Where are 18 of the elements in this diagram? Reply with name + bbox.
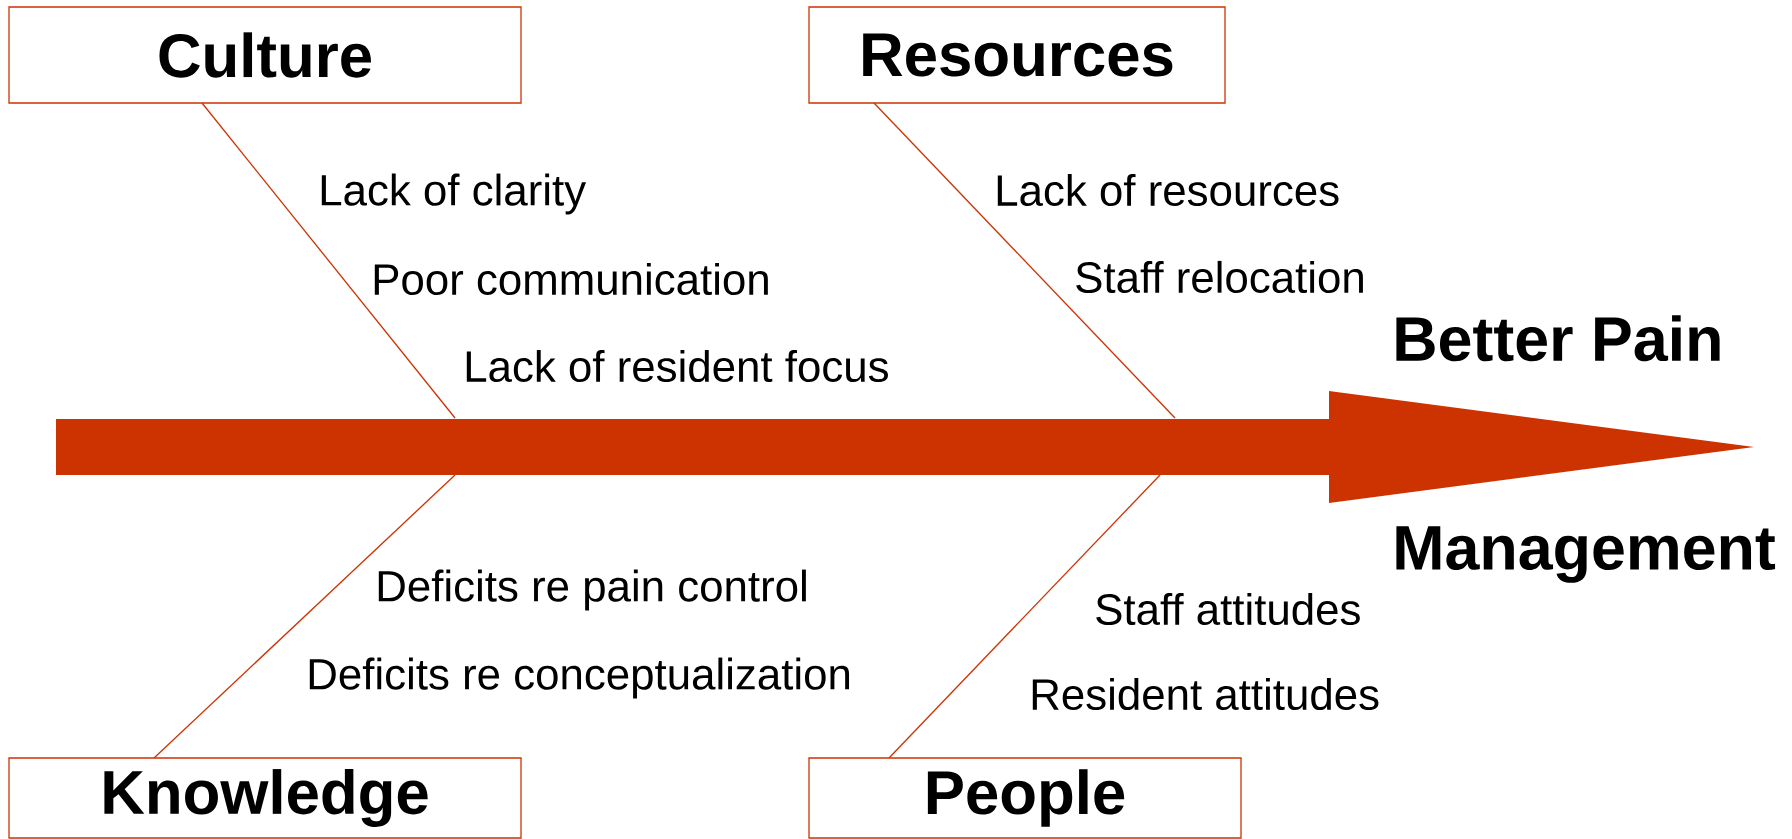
cause-text: Staff attitudes <box>1096 592 1360 626</box>
category-box: Knowledge <box>8 757 522 839</box>
outcome-text: Better Pain Management <box>1396 315 1776 583</box>
bone-line <box>888 474 1161 759</box>
cause-text: Staff relocation <box>1076 260 1363 294</box>
bone-line <box>153 474 456 759</box>
cause-text: Resident attitudes <box>1032 677 1379 711</box>
category-box: Resources <box>808 6 1226 104</box>
cause-text: Lack of resident focus <box>466 349 888 383</box>
cause-text: Lack of clarity <box>321 173 587 215</box>
cause-text: Deficits re pain control <box>378 569 806 611</box>
category-box: People <box>808 757 1242 839</box>
category-box: Culture <box>8 6 522 104</box>
bone-line <box>201 102 456 419</box>
cause-text: Lack of resources <box>997 173 1339 207</box>
cause-text: Poor communication <box>374 262 768 296</box>
bone-line <box>873 102 1176 419</box>
cause-text: Deficits re conceptualization <box>309 657 850 699</box>
